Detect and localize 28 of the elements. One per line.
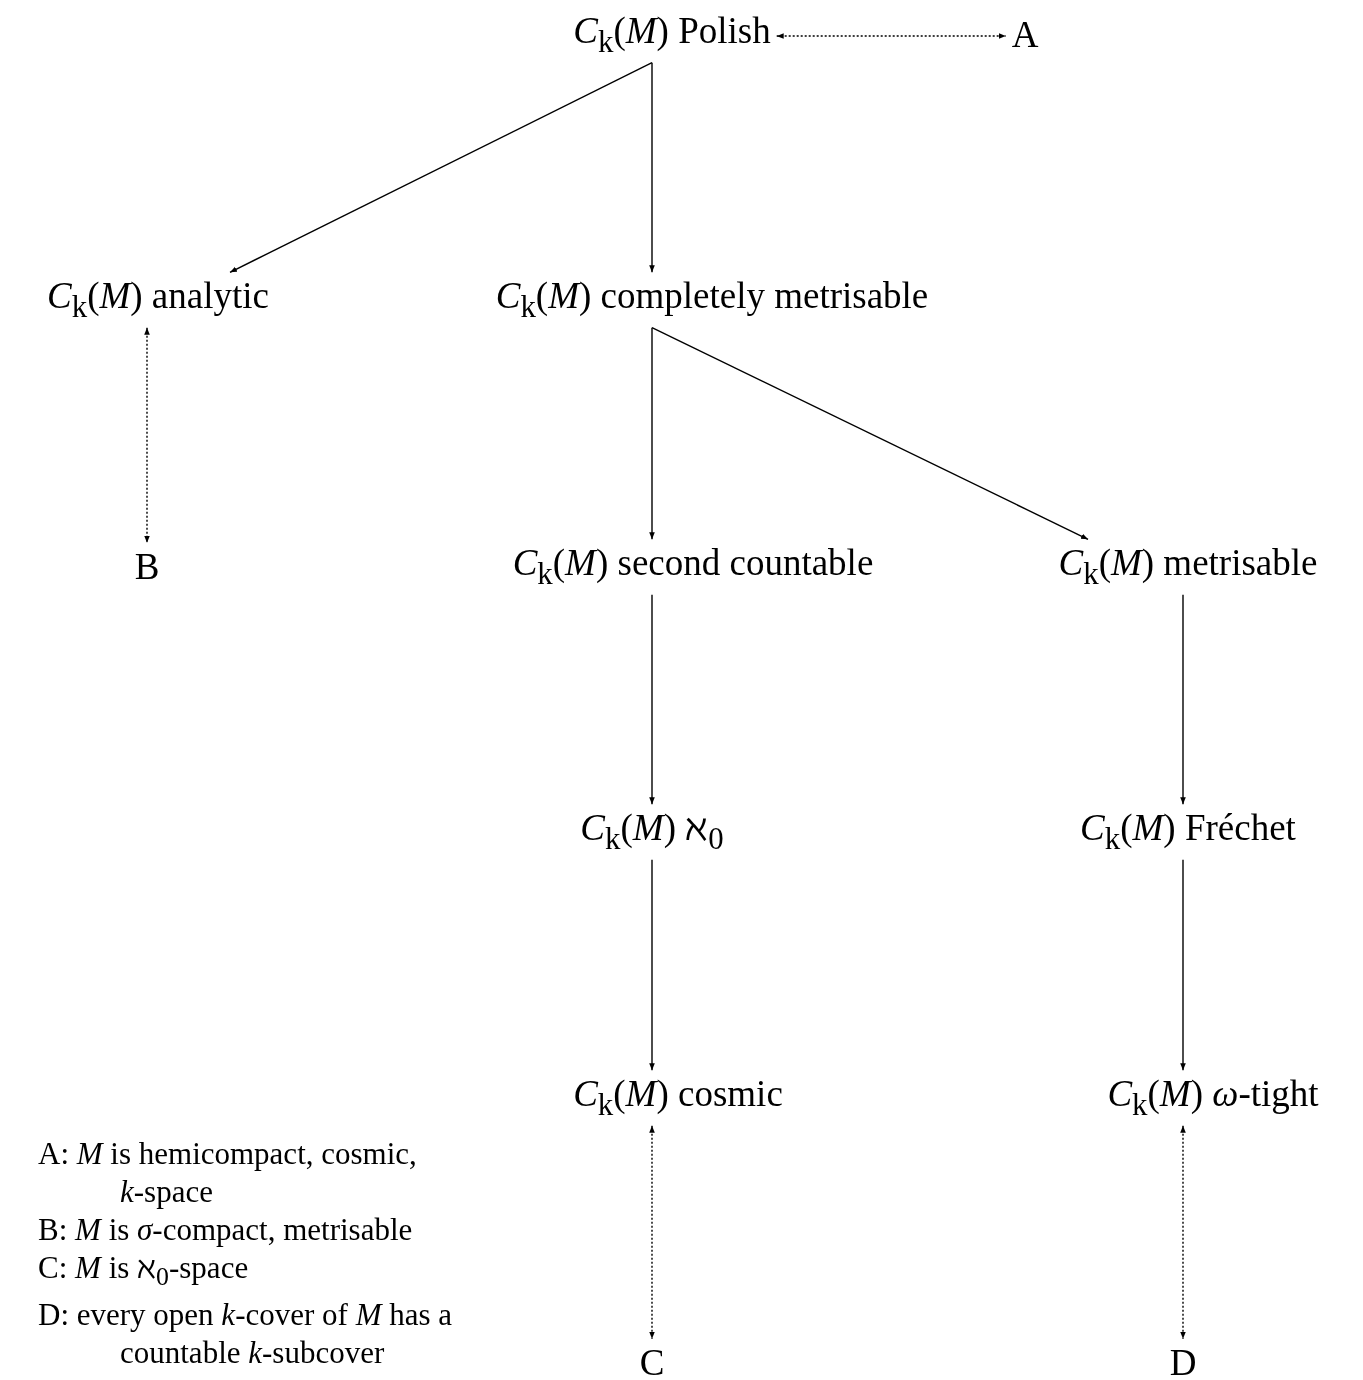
arrow (1180, 594, 1186, 805)
dotted-arrow (144, 327, 150, 544)
statement-text: C$_{k}$(M) second countable (512, 541, 874, 593)
legend-note: D: every open k-cover of M has a countable k-subcover (38, 1296, 454, 1373)
arrow (649, 62, 655, 273)
statement-text: B (134, 544, 160, 590)
statement-text: C$_{k}$(M) ω-tight (1107, 1072, 1319, 1124)
statement-text: C$_{k}$(M) Polish (573, 9, 771, 61)
arrow (649, 594, 655, 805)
arrow (649, 859, 655, 1071)
statement-text: C$_{k}$(M) ℵ$_{0}$ (580, 806, 724, 858)
legend-note: C: M is ℵ$_{0}$-space (38, 1249, 250, 1294)
dotted-arrow (649, 1125, 655, 1340)
dotted-arrow (1180, 1125, 1186, 1340)
arrow (651, 327, 1089, 540)
dotted-arrow (776, 33, 1007, 39)
arrow (649, 327, 655, 540)
legend-note: B: M is σ-compact, metrisable (38, 1211, 414, 1249)
statement-text: C$_{k}$(M) Fréchet (1080, 806, 1296, 858)
statement-text: D (1169, 1340, 1197, 1380)
statement-text: C$_{k}$(M) metrisable (1058, 541, 1318, 593)
statement-text: C$_{k}$(M) cosmic (573, 1072, 783, 1124)
statement-text: C$_{k}$(M) analytic (47, 274, 269, 326)
statement-text: C (639, 1340, 665, 1380)
statement-text: C$_{k}$(M) completely metrisable (495, 274, 929, 326)
arrow (229, 62, 653, 273)
statement-text: A (1011, 12, 1039, 58)
arrow (1180, 859, 1186, 1071)
